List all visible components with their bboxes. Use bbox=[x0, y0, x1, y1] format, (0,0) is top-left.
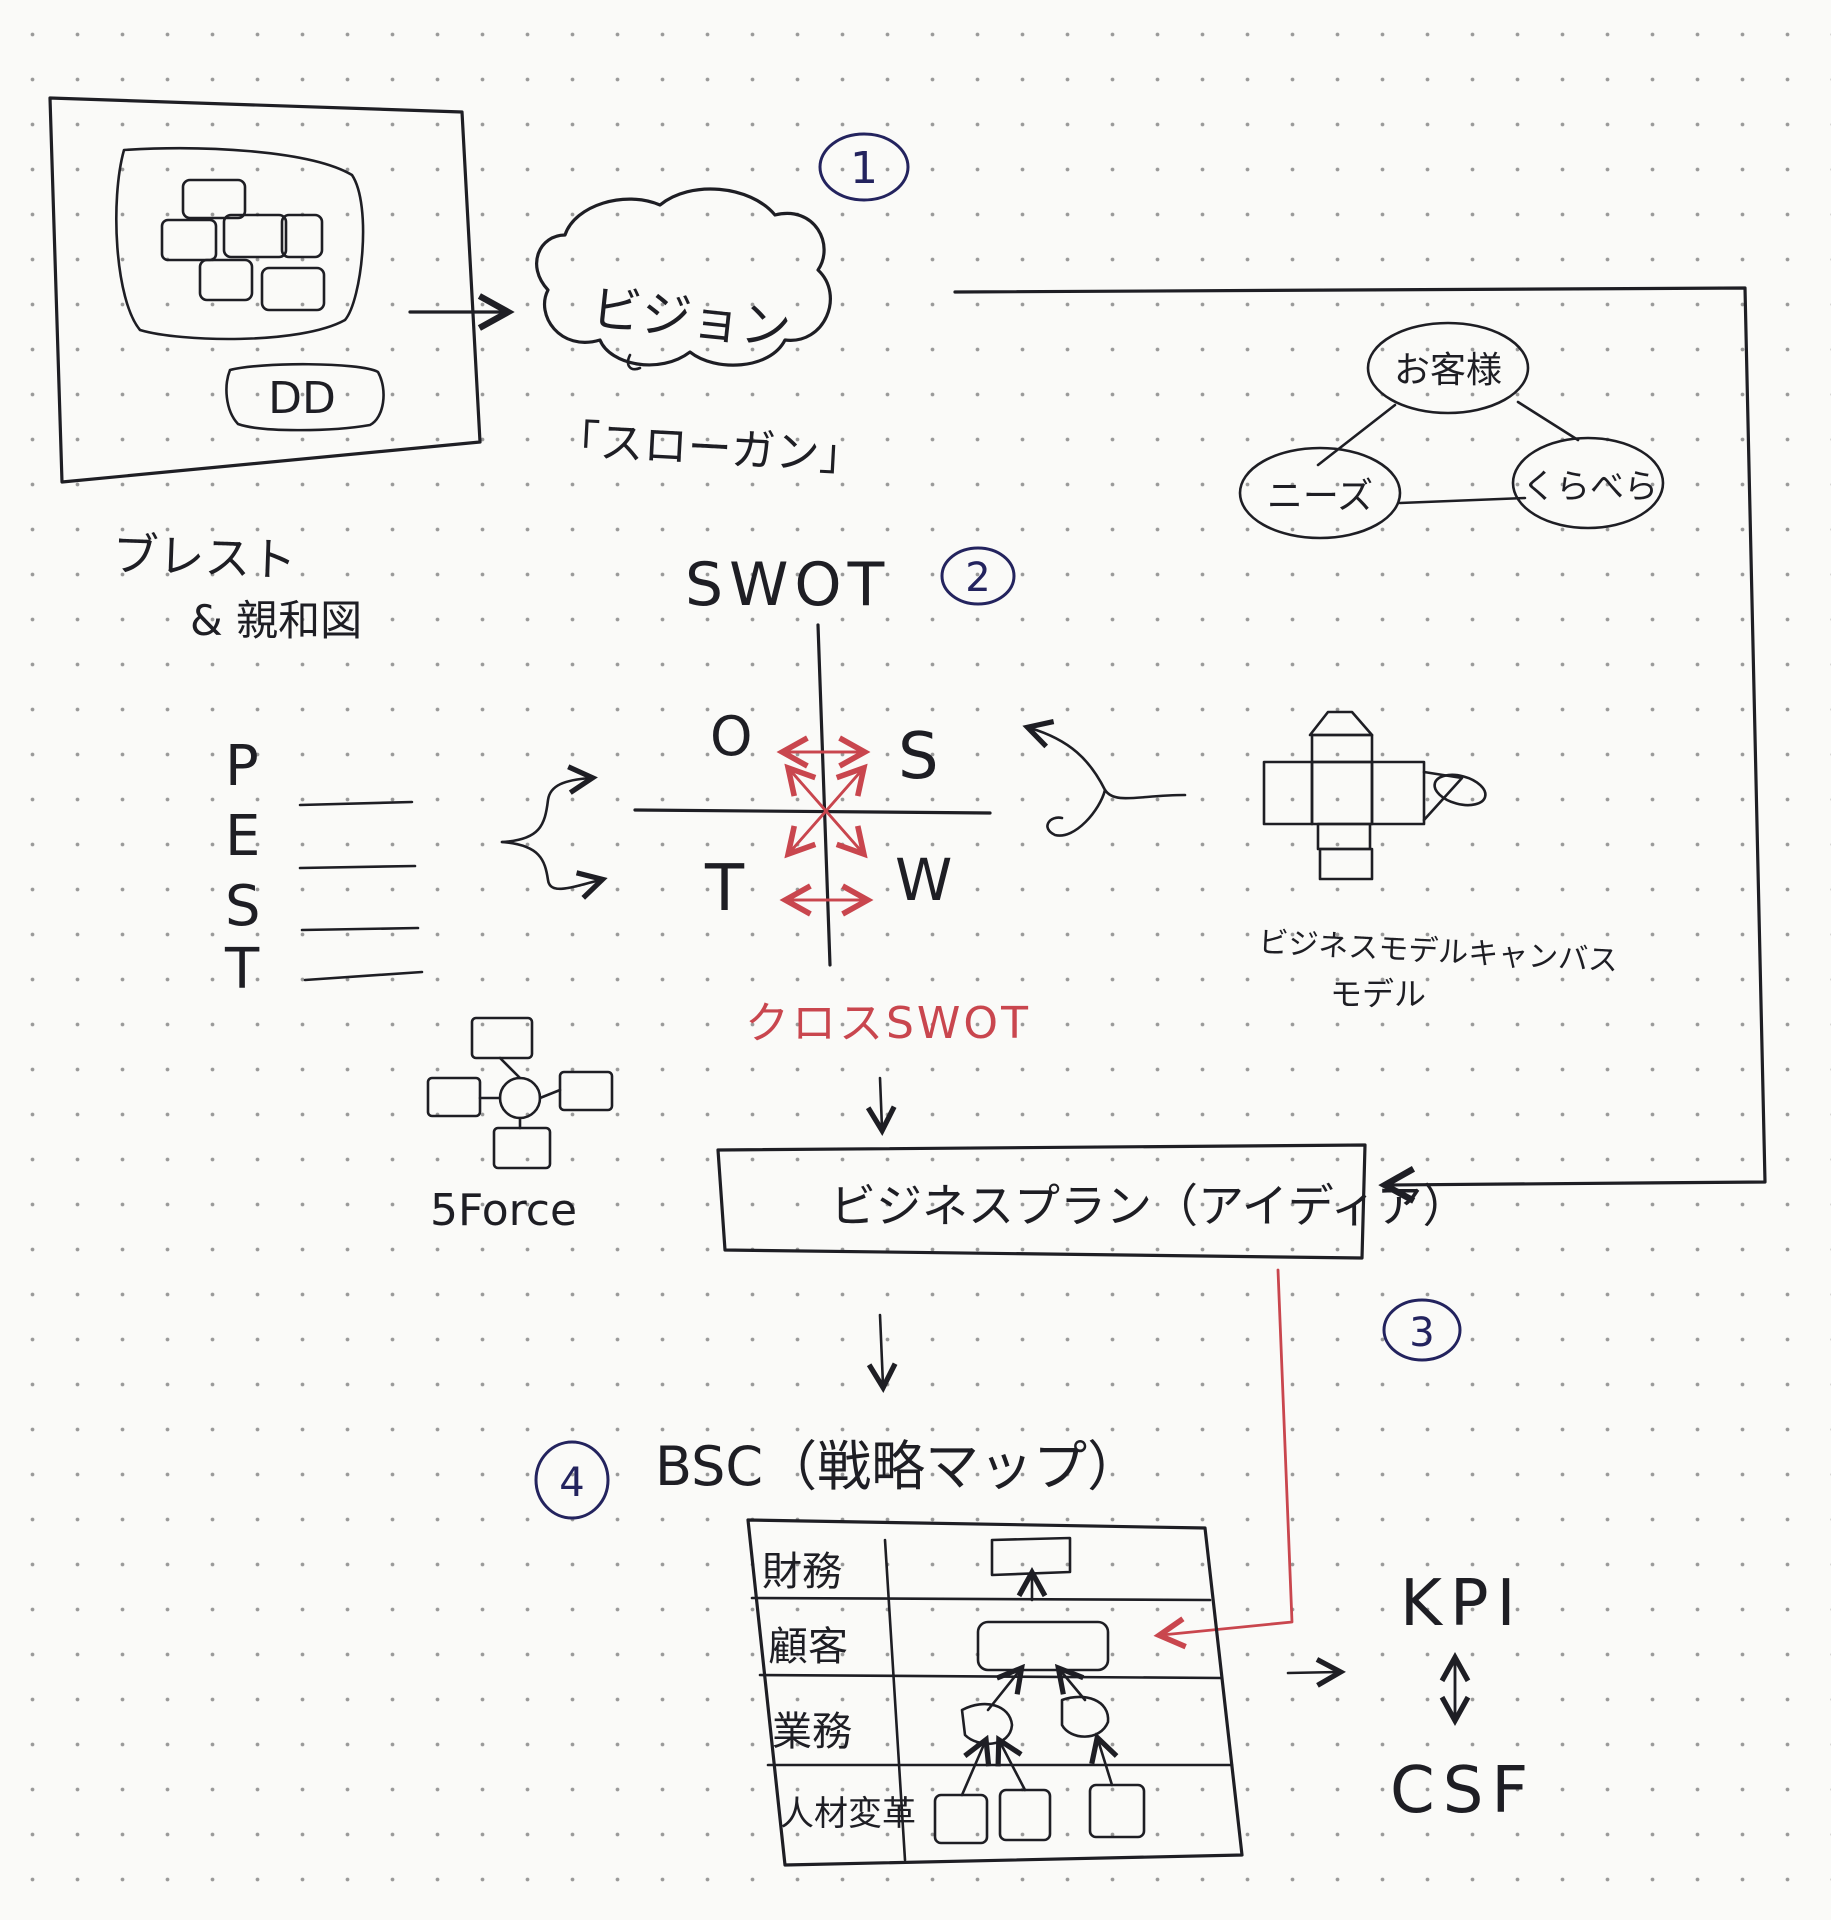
step-badge-2 bbox=[940, 546, 1016, 606]
bsc-row-process: 業務 bbox=[772, 1709, 852, 1755]
arrow-plan-to-bsc bbox=[1162, 1268, 1294, 1635]
bsc-title: BSC（戦略マップ） bbox=[655, 1435, 1141, 1498]
step-badge-3 bbox=[1382, 1298, 1462, 1362]
step-number-3: 3 bbox=[1409, 1310, 1434, 1356]
bsc-strategy-map bbox=[746, 1518, 1244, 1867]
swot-axes bbox=[633, 623, 992, 967]
cross-swot-label: クロスSWOT bbox=[745, 998, 1031, 1049]
swot-title: SWOT bbox=[685, 550, 890, 620]
arrow-pest-to-swot bbox=[500, 778, 600, 889]
csf-label: CSF bbox=[1390, 1754, 1536, 1828]
business-model-sublabel: モデル bbox=[1330, 975, 1426, 1013]
arrow-plan-down bbox=[880, 1313, 883, 1385]
step-badge-1 bbox=[818, 132, 910, 202]
business-plan-box bbox=[716, 1143, 1367, 1260]
arrow-bsc-to-kpi bbox=[1286, 1672, 1338, 1673]
pest-letter-t: T bbox=[224, 937, 260, 1002]
brainstorm-label: ブレスト bbox=[112, 527, 298, 587]
vision-slogan: 「スローガン」 bbox=[554, 415, 864, 482]
arrow-bmc-curl bbox=[1046, 788, 1107, 837]
step-badge-4 bbox=[534, 1440, 610, 1520]
swot-quadrant-o: O bbox=[710, 705, 753, 768]
bsc-row-learning: 人材変革 bbox=[780, 1794, 916, 1834]
five-force-icon bbox=[426, 1016, 614, 1170]
swot-quadrant-t: T bbox=[704, 852, 745, 926]
vision-cloud bbox=[535, 187, 832, 371]
arrow-bmc-to-swot bbox=[1030, 728, 1187, 800]
bsc-row-customer: 顧客 bbox=[768, 1624, 848, 1670]
business-model-canvas-icon bbox=[1262, 710, 1487, 881]
triangle-right-label: くらべら bbox=[1522, 467, 1658, 507]
triangle-left-label: ニーズ bbox=[1267, 476, 1373, 517]
pest-letter-e: E bbox=[225, 804, 260, 869]
swot-quadrant-w: W bbox=[895, 846, 952, 914]
vision-label: ビジョン bbox=[589, 279, 794, 358]
business-plan-label: ビジネスプラン（アイディア） bbox=[830, 1179, 1468, 1233]
step-number-4: 4 bbox=[559, 1460, 584, 1506]
five-force-label: 5Force bbox=[430, 1185, 577, 1236]
feedback-loop-line bbox=[953, 286, 1767, 1185]
step-number-2: 2 bbox=[965, 555, 990, 601]
brainstorm-inner-label: DD bbox=[268, 373, 336, 424]
pest-letter-s: S bbox=[225, 874, 261, 939]
swot-quadrant-s: S bbox=[898, 720, 939, 794]
value-triangle bbox=[1238, 321, 1665, 540]
pest-list: P E S T bbox=[224, 734, 424, 1002]
kpi-label: KPI bbox=[1400, 1567, 1523, 1641]
business-model-label: ビジネスモデルキャンバス bbox=[1258, 925, 1619, 979]
cross-swot-arrows bbox=[785, 752, 865, 900]
arrow-swot-to-plan bbox=[880, 1076, 882, 1128]
brainstorm-frame bbox=[48, 96, 482, 484]
affinity-label: & 親和図 bbox=[190, 596, 362, 645]
triangle-top-label: お客様 bbox=[1394, 350, 1502, 391]
bsc-row-finance: 財務 bbox=[762, 1549, 842, 1595]
step-number-1: 1 bbox=[850, 143, 878, 194]
pest-letter-p: P bbox=[225, 734, 259, 799]
